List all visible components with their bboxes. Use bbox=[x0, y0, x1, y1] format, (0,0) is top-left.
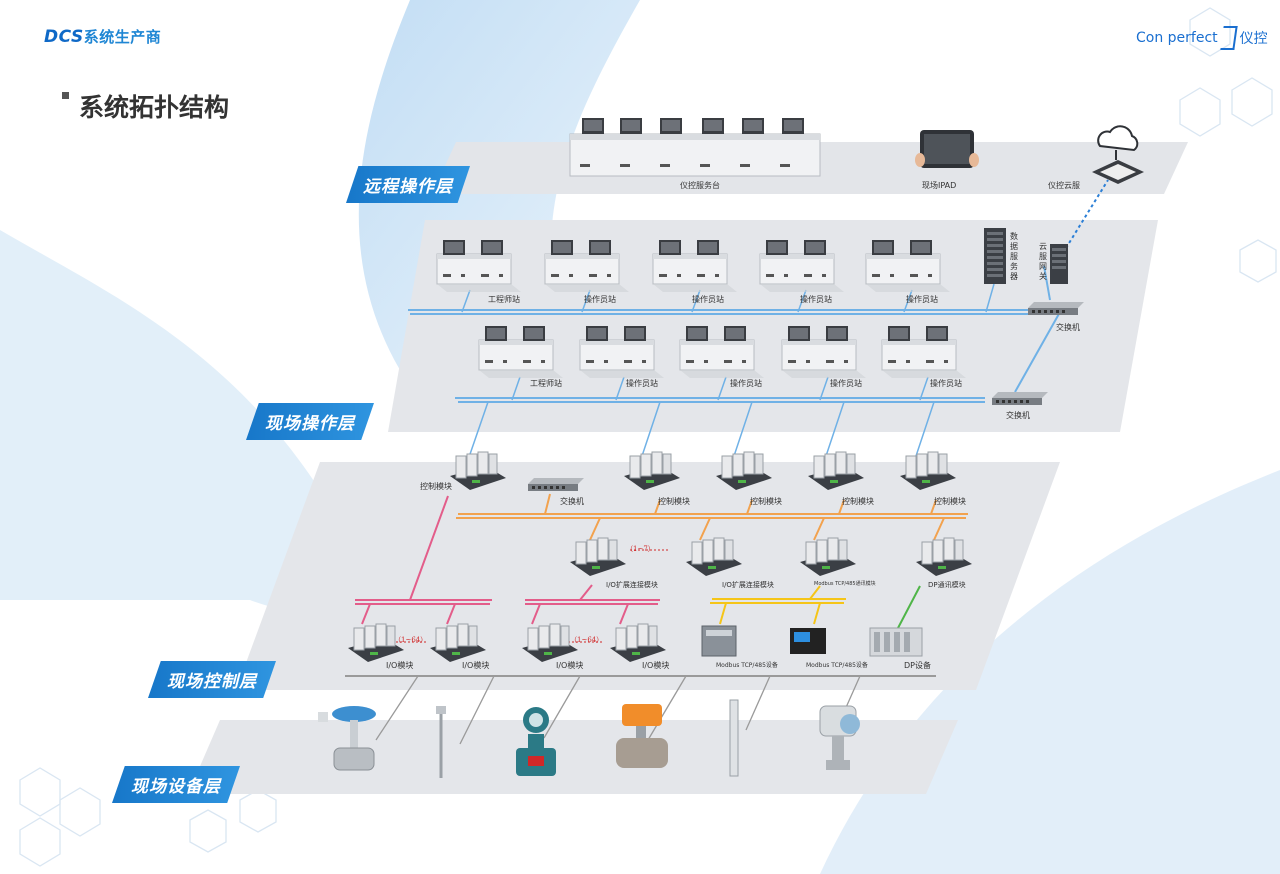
layer-tag-remote: 远程操作层 bbox=[346, 166, 470, 203]
station-label: 操作员站 bbox=[626, 379, 658, 388]
station-label: 操作员站 bbox=[930, 379, 962, 388]
io-module-label: I/O模块 bbox=[386, 661, 414, 670]
thermocouple-drawing bbox=[436, 706, 446, 778]
modbus-device-label: Modbus TCP/485设备 bbox=[716, 662, 778, 669]
modbus-device-label: Modbus TCP/485设备 bbox=[806, 662, 868, 669]
ctrl-module-label: 控制模块 bbox=[658, 497, 690, 506]
company-logo-cn: 仪控 bbox=[1239, 31, 1268, 47]
ctrl-switch-label: 交换机 bbox=[560, 497, 584, 506]
level-gauge-drawing bbox=[729, 699, 739, 777]
switch-label: 交换机 bbox=[1056, 323, 1080, 332]
dp-device-drawing bbox=[869, 627, 923, 657]
data-server-label: 数据服务器 bbox=[1010, 232, 1018, 281]
io-module-label: I/O模块 bbox=[642, 661, 670, 670]
company-logo-text: Con perfect bbox=[1136, 30, 1218, 46]
data-server-drawing bbox=[984, 228, 1006, 284]
range-label: （1~7） bbox=[626, 545, 655, 553]
brand-subtitle: 系统生产商 bbox=[83, 28, 162, 46]
cloud-label: 仪控云服 bbox=[1048, 181, 1080, 190]
remote-console-drawing bbox=[569, 118, 821, 177]
page-title-text: 系统拓扑结构 bbox=[79, 93, 230, 122]
ctrl-module-label: 控制模块 bbox=[934, 497, 966, 506]
layer-tag-field-op: 现场操作层 bbox=[246, 403, 374, 440]
switch-label: 交换机 bbox=[1006, 411, 1030, 420]
brand-dcs: DCS bbox=[44, 27, 84, 47]
station-label: 工程师站 bbox=[488, 295, 520, 304]
ctrl-module-label: 控制模块 bbox=[842, 497, 874, 506]
modbus-comm-label: Modbus TCP/485通讯模块 bbox=[814, 581, 876, 587]
io-module-label: I/O模块 bbox=[556, 661, 584, 670]
ball-valve-drawing bbox=[616, 704, 668, 768]
range-label: （1~64） bbox=[570, 636, 604, 644]
dp-device-label: DP设备 bbox=[904, 661, 931, 670]
flowmeter-drawing bbox=[516, 707, 556, 776]
ctrl-module-label: 控制模块 bbox=[420, 482, 452, 491]
page-title: 系统拓扑结构 bbox=[62, 88, 229, 124]
station-label: 操作员站 bbox=[906, 295, 938, 304]
range-label: （1~64） bbox=[394, 636, 428, 644]
ctrl-module-label: 控制模块 bbox=[750, 497, 782, 506]
io-ext-label: I/O扩展连接模块 bbox=[722, 581, 774, 589]
brand-logo: DCS系统生产商 bbox=[44, 26, 161, 47]
dp-comm-label: DP通讯模块 bbox=[928, 581, 966, 589]
ipad-label: 现场IPAD bbox=[922, 181, 957, 190]
modbus-device-drawing bbox=[701, 625, 826, 657]
layer-tag-field-ctrl: 现场控制层 bbox=[148, 661, 276, 698]
control-valve-drawing bbox=[318, 706, 376, 771]
station-label: 操作员站 bbox=[584, 295, 616, 304]
station-label: 操作员站 bbox=[730, 379, 762, 388]
station-label: 工程师站 bbox=[530, 379, 562, 388]
io-module-label: I/O模块 bbox=[462, 661, 490, 670]
company-logo: Con perfect 仪控 bbox=[1136, 26, 1268, 50]
console-label: 仪控服务台 bbox=[680, 181, 720, 190]
cloud-server-drawing bbox=[1092, 125, 1144, 184]
cloud-gateway-label: 云服网关 bbox=[1039, 242, 1047, 281]
station-label: 操作员站 bbox=[830, 379, 862, 388]
cloud-gateway-drawing bbox=[1050, 244, 1068, 284]
layer-tag-field-dev: 现场设备层 bbox=[112, 766, 240, 803]
bullet-icon bbox=[62, 92, 69, 99]
io-ext-label: I/O扩展连接模块 bbox=[606, 581, 658, 589]
pressure-transmitter-drawing bbox=[819, 705, 860, 770]
ipad-drawing bbox=[915, 130, 979, 168]
station-label: 操作员站 bbox=[692, 295, 724, 304]
station-label: 操作员站 bbox=[800, 295, 832, 304]
